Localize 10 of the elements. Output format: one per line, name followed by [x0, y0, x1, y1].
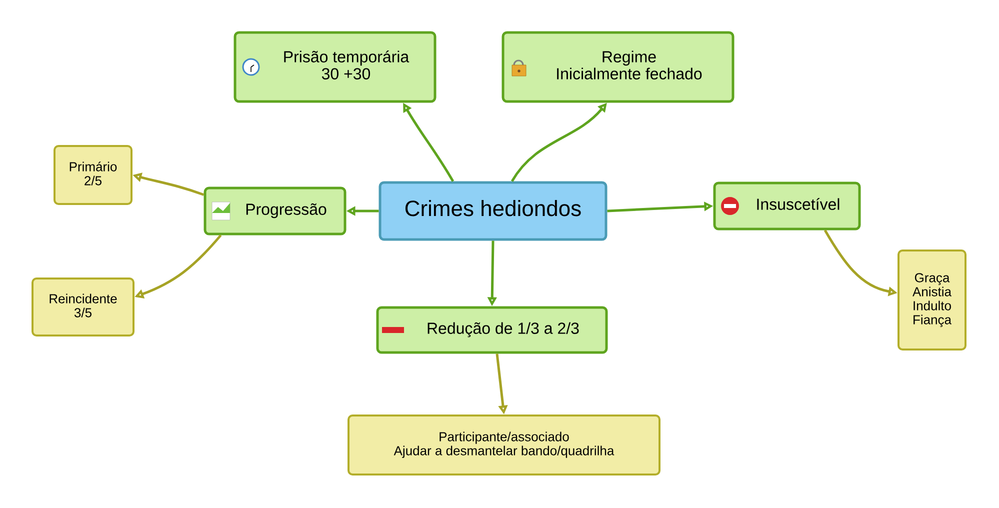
leaf-box: Primário 2/5 — [54, 145, 132, 205]
leaf-box: Reincidente 3/5 — [32, 278, 134, 336]
topic-box: Crimes hediondos — [378, 181, 608, 241]
branch-box: Redução de 1/3 a 2/3 — [376, 306, 608, 354]
branch-box: Prisão temporária 30 +30 — [234, 31, 436, 103]
leaf-box: Participante/associado Ajudar a desmantelar bando/quadrilha — [348, 414, 660, 476]
branch-box: Progressão — [204, 186, 346, 236]
branch-box: Regime Inicialmente fechado — [502, 31, 734, 103]
leaf-box: Graça Anistia Indulto Fiança — [898, 250, 966, 350]
branch-box: Insuscetível — [713, 182, 861, 230]
